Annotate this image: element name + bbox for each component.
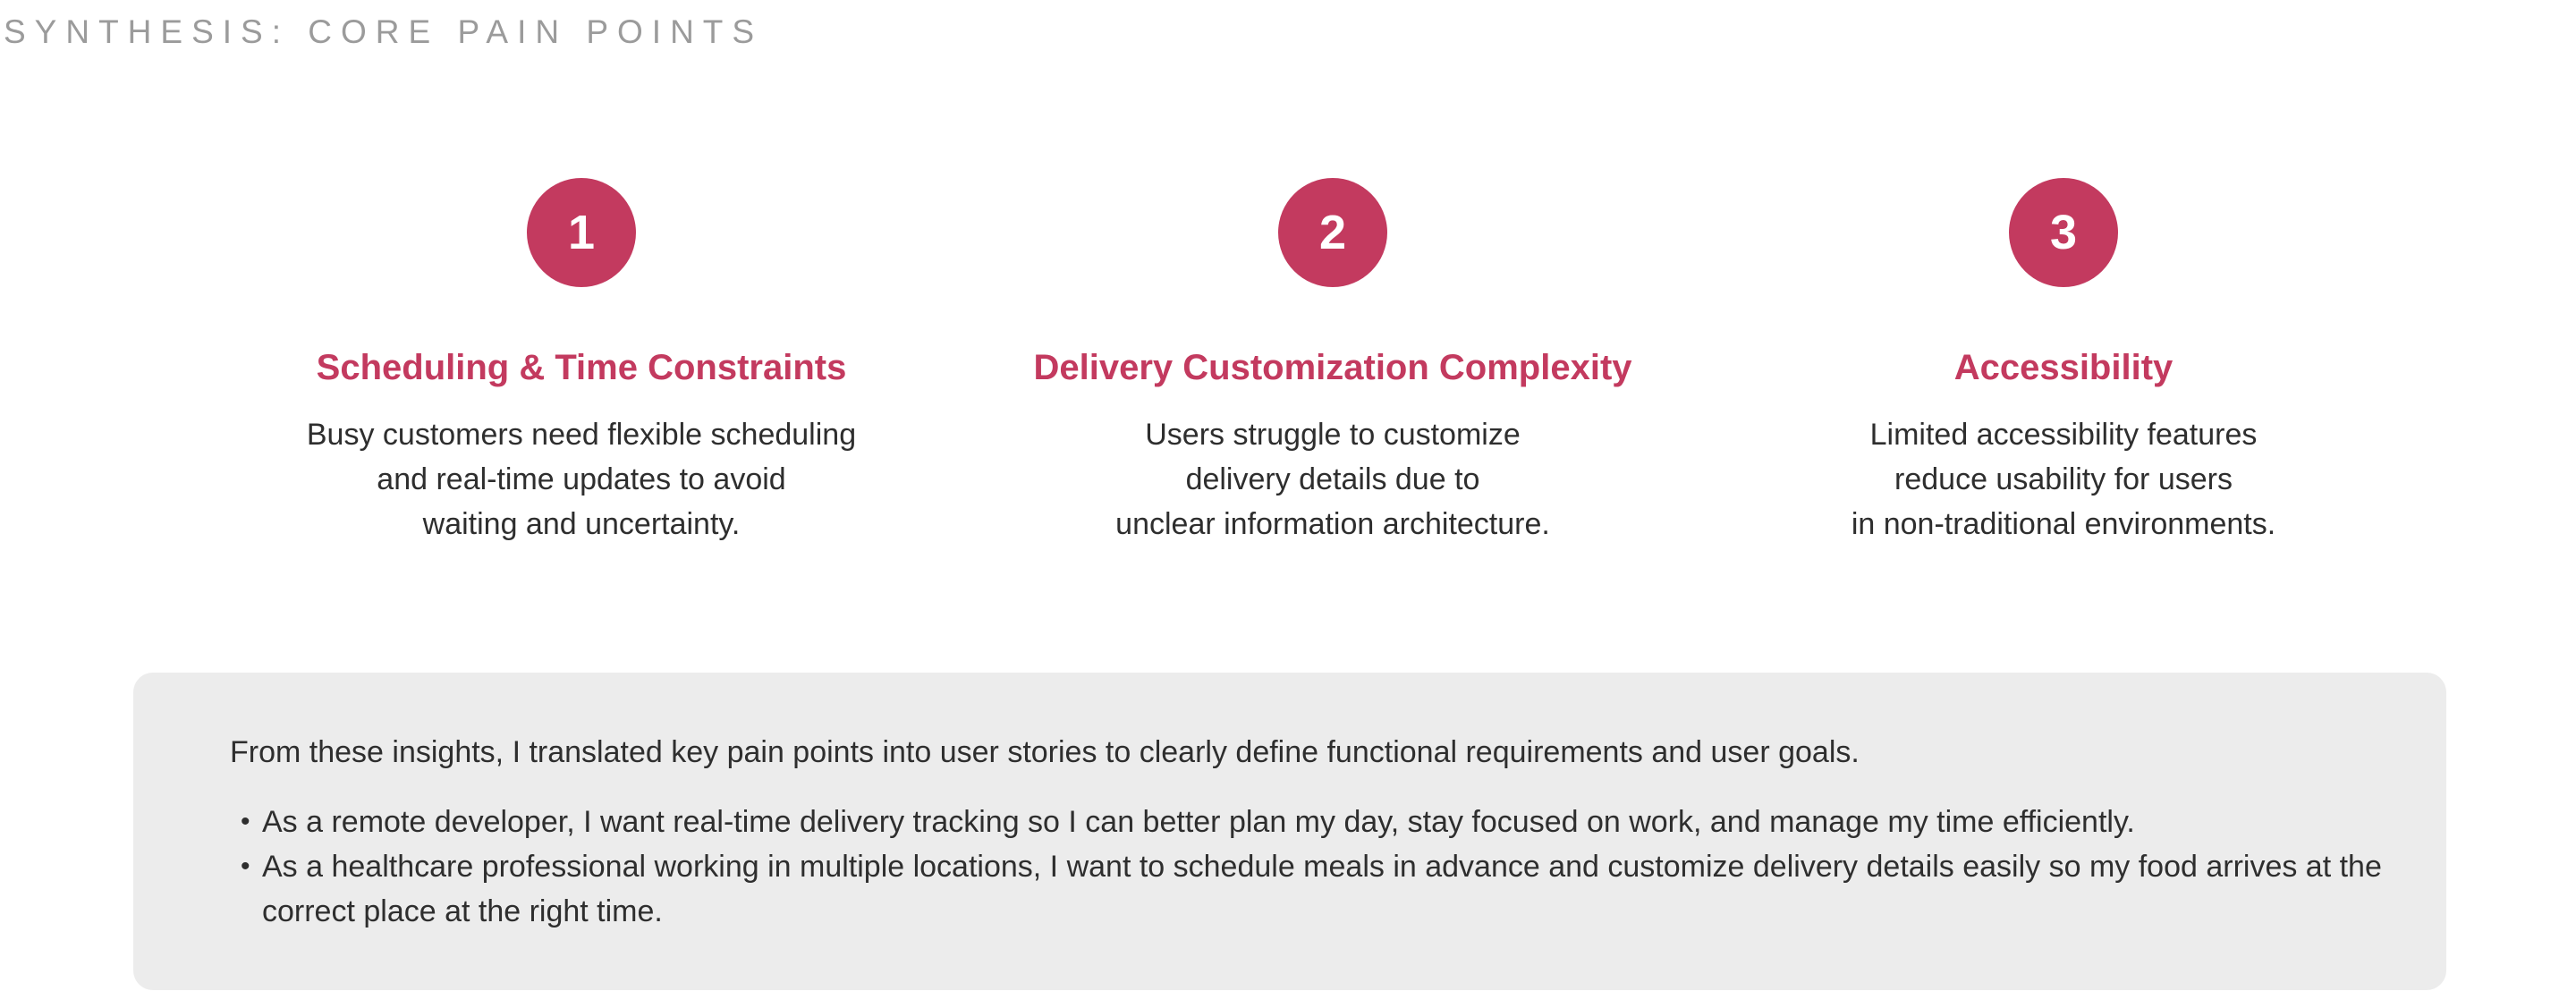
pain-point-number: 1 bbox=[567, 206, 596, 259]
pain-point-number-badge: 3 bbox=[2009, 178, 2118, 287]
pain-point-number-badge: 2 bbox=[1278, 178, 1387, 287]
user-stories-summary-box: From these insights, I translated key pa… bbox=[133, 673, 2446, 990]
pain-point-heading: Accessibility bbox=[1953, 348, 2174, 387]
description-line: in non-traditional environments. bbox=[1851, 507, 2276, 541]
description-line: and real-time updates to avoid bbox=[377, 462, 786, 496]
pain-point-number-badge: 1 bbox=[527, 178, 636, 287]
pain-point-column-1: 1 Scheduling & Time Constraints Busy cus… bbox=[233, 178, 930, 546]
user-story-text: As a healthcare professional working in … bbox=[262, 850, 2382, 928]
user-story-item: • As a healthcare professional working i… bbox=[241, 844, 2393, 934]
user-story-item: • As a remote developer, I want real-tim… bbox=[241, 800, 2393, 844]
pain-point-column-3: 3 Accessibility Limited accessibility fe… bbox=[1715, 178, 2412, 546]
bullet-icon: • bbox=[241, 851, 250, 881]
description-line: Limited accessibility features bbox=[1869, 418, 2258, 452]
description-line: waiting and uncertainty. bbox=[422, 507, 741, 541]
pain-point-column-2: 2 Delivery Customization Complexity User… bbox=[984, 178, 1682, 546]
page-title: SYNTHESIS: CORE PAIN POINTS bbox=[4, 13, 764, 50]
summary-intro-text: From these insights, I translated key pa… bbox=[230, 735, 1860, 769]
pain-point-number: 2 bbox=[1318, 206, 1347, 259]
pain-point-heading: Scheduling & Time Constraints bbox=[316, 348, 847, 387]
pain-point-description: Limited accessibility features reduce us… bbox=[1715, 412, 2412, 546]
pain-point-number: 3 bbox=[2049, 206, 2078, 259]
description-line: unclear information architecture. bbox=[1115, 507, 1550, 541]
pain-point-heading: Delivery Customization Complexity bbox=[1033, 348, 1632, 387]
user-story-text: As a remote developer, I want real-time … bbox=[262, 805, 2135, 839]
description-line: Users struggle to customize bbox=[1145, 418, 1521, 452]
pain-point-description: Busy customers need flexible scheduling … bbox=[233, 412, 930, 546]
user-story-list: • As a remote developer, I want real-tim… bbox=[241, 800, 2393, 934]
description-line: Busy customers need flexible scheduling bbox=[306, 418, 857, 452]
description-line: reduce usability for users bbox=[1894, 462, 2233, 496]
bullet-icon: • bbox=[241, 807, 250, 836]
description-line: delivery details due to bbox=[1185, 462, 1480, 496]
pain-point-description: Users struggle to customize delivery det… bbox=[984, 412, 1682, 546]
